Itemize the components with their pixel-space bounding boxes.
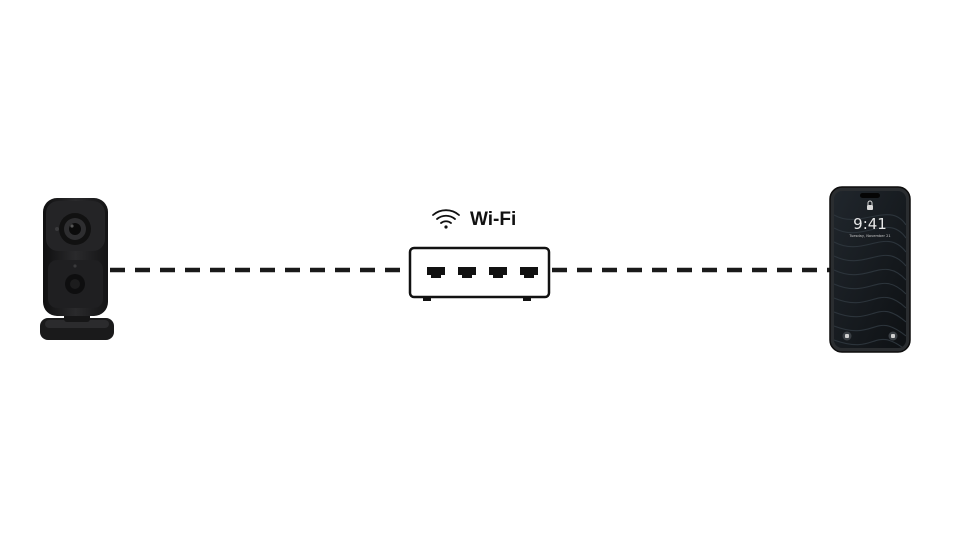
security-camera-icon [40,198,114,340]
ethernet-port-icon [520,267,538,278]
ethernet-port-icon [489,267,507,278]
phone-time: 9:41 [853,215,887,233]
phone-date: Tuesday, November 21 [848,234,890,238]
router-icon [408,246,551,301]
lock-icon [867,205,873,210]
wifi-label: Wi-Fi [470,209,516,230]
wifi-icon [432,209,460,229]
smartphone-icon: 9:41 Tuesday, November 21 [829,186,911,353]
ethernet-port-icon [458,267,476,278]
wifi-label-group: Wi-Fi [432,209,516,230]
ethernet-port-icon [427,267,445,278]
